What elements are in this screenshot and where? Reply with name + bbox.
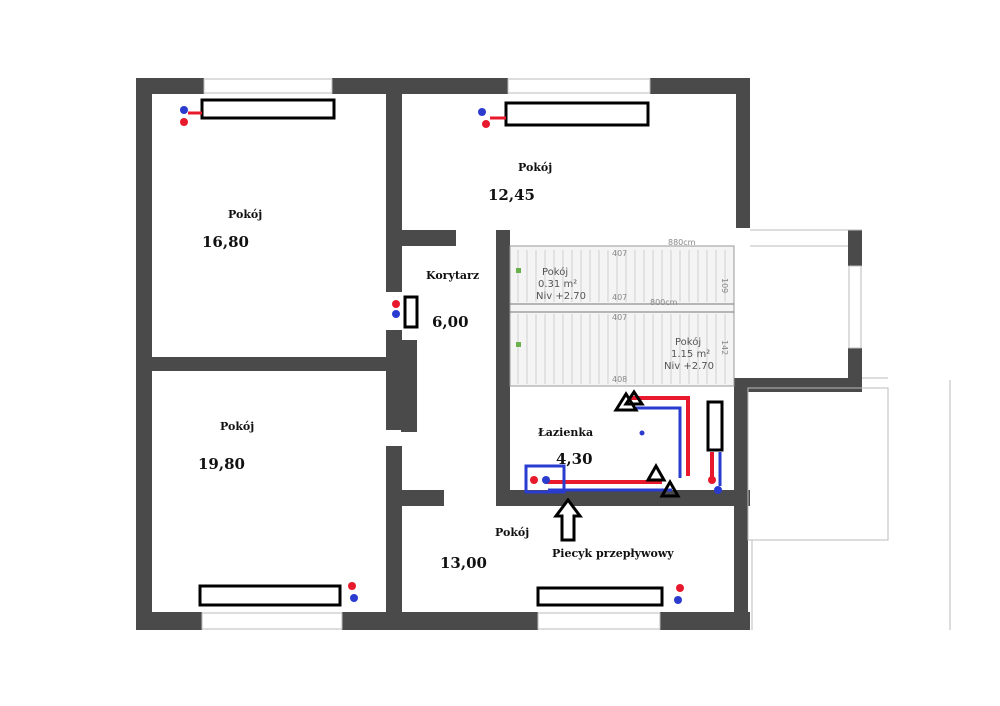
staircase: Pokój 0.31 m² Niv +2.70 Pokój 1.15 m² Ni… <box>509 238 735 387</box>
marker-icon <box>516 342 521 347</box>
radiator-bathroom <box>706 400 724 452</box>
room-name: Pokój <box>495 526 529 539</box>
stair-lower-area: 1.15 m² <box>671 349 710 360</box>
valve-icon <box>348 582 358 602</box>
pipe-connectors <box>180 106 722 604</box>
room-name: Pokój <box>220 420 254 433</box>
dim-label: 407 <box>612 293 627 302</box>
room-area: 19,80 <box>198 455 245 473</box>
room-area: 16,80 <box>202 233 249 251</box>
radiator-sw <box>198 584 342 607</box>
dim-label: 109 <box>720 278 729 293</box>
triangle-icon <box>613 391 639 412</box>
room-name: Pokój <box>228 208 262 221</box>
boiler-label: Piecyk przepływowy <box>552 547 674 560</box>
valve-icon <box>530 476 550 484</box>
valve-icon <box>392 300 400 318</box>
stair-upper-level: Niv +2.70 <box>536 291 586 302</box>
room-name: Łazienka <box>538 426 593 439</box>
triangle-markers <box>613 389 681 498</box>
dim-label: 408 <box>612 375 627 384</box>
dim-label: 142 <box>720 340 729 355</box>
point-marker-icon <box>639 430 645 436</box>
triangle-icon <box>623 389 645 406</box>
pipes <box>524 396 722 494</box>
room-name: Korytarz <box>426 269 479 282</box>
marker-icon <box>516 268 521 273</box>
stair-lower-name: Pokój <box>675 336 701 348</box>
valve-icon <box>674 584 684 604</box>
radiators <box>198 98 724 607</box>
dim-label: 880cm <box>668 238 696 247</box>
dim-label: 407 <box>612 313 627 322</box>
stair-treads <box>517 250 726 384</box>
radiator-ne <box>504 101 650 127</box>
room-area: 12,45 <box>488 186 535 204</box>
room-labels: Pokój 16,80 Pokój 12,45 Korytarz 6,00 Po… <box>198 161 674 572</box>
windows <box>201 78 951 630</box>
room-name: Pokój <box>518 161 552 174</box>
room-area: 13,00 <box>440 554 487 572</box>
triangle-icon <box>645 462 667 482</box>
stair-upper-name: Pokój <box>542 266 568 278</box>
triangle-icon <box>659 478 681 498</box>
dim-label: 800cm <box>650 298 678 307</box>
radiator-s <box>536 586 664 607</box>
stair-lower-level: Niv +2.70 <box>664 361 714 372</box>
radiator-corridor <box>403 295 419 329</box>
walls <box>136 78 862 630</box>
valve-icon <box>708 476 722 494</box>
valve-icon <box>478 108 506 128</box>
radiator-nw <box>200 98 336 120</box>
valve-icon <box>180 106 202 126</box>
room-area: 4,30 <box>556 450 593 468</box>
arrow-up-icon <box>553 497 583 542</box>
dim-label: 407 <box>612 249 627 258</box>
room-area: 6,00 <box>432 313 469 331</box>
stair-upper-area: 0.31 m² <box>538 279 577 290</box>
